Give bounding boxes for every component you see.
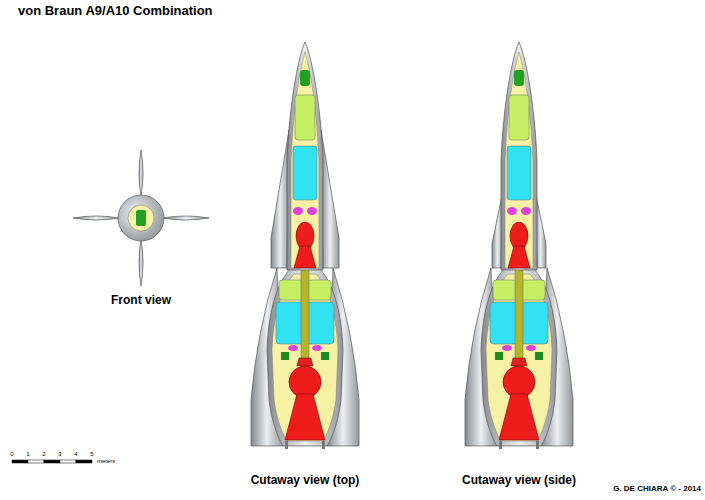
scale-number: 4 [74,451,77,458]
cutaway-side-figure [465,42,573,449]
front-view-figure [73,150,209,286]
scale-number: 3 [58,451,61,458]
scale-number: 0 [10,451,13,458]
scale-bar [12,460,92,463]
scale-number: 5 [90,451,93,458]
scale-number: 1 [26,451,29,458]
view-label: Cutaway view (side) [462,474,576,487]
copyright-note: G. DE CHIARA © - 2014 [613,485,701,494]
cutaway-top-figure [251,42,359,449]
view-label: Front view [111,294,171,307]
view-label: Cutaway view (top) [251,474,360,487]
diagram-title: von Braun A9/A10 Combination [18,4,213,18]
scale-unit: meters [97,458,115,465]
scale-number: 2 [42,451,45,458]
